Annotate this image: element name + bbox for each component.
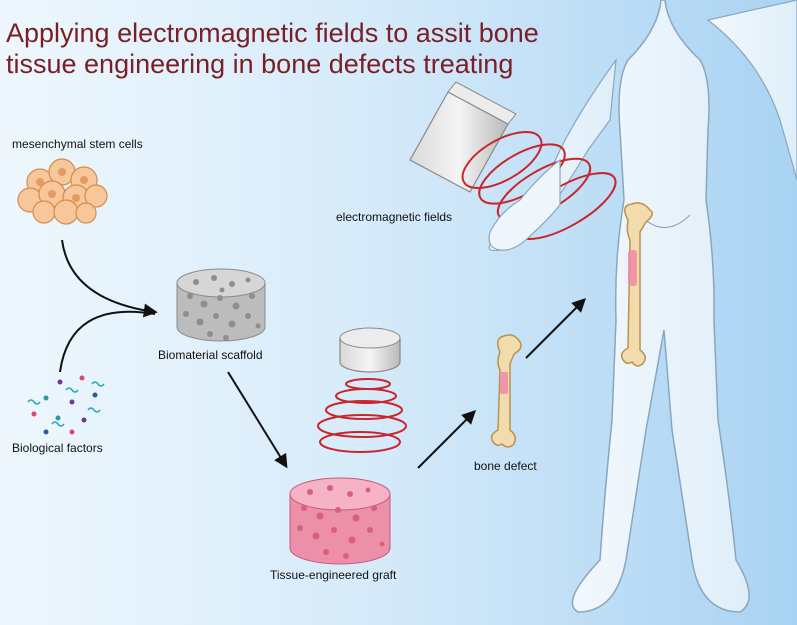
femur-bone-defect-icon — [490, 334, 522, 448]
label-biological-factors: Biological factors — [12, 441, 103, 455]
arrow-factors-to-scaffold — [59, 310, 156, 373]
label-bone-defect: bone defect — [474, 459, 537, 473]
arrow-bone-defect-to-body — [525, 298, 586, 359]
arrow-graft-to-bone-defect — [417, 410, 476, 469]
label-biomaterial-scaffold: Biomaterial scaffold — [158, 348, 263, 362]
arrow-cells-to-scaffold — [61, 239, 158, 318]
electromagnetic-field-coils-bottom-icon — [317, 378, 407, 453]
label-electromagnetic-fields: electromagnetic fields — [336, 210, 453, 224]
label-mesenchymal-stem-cells: mesenchymal stem cells — [12, 137, 143, 151]
magnet-bottom-icon — [339, 327, 401, 373]
arrow-scaffold-to-graft — [227, 371, 288, 469]
biological-factors-icon — [27, 375, 105, 435]
mesenchymal-stem-cells-icon — [17, 158, 108, 225]
biomaterial-scaffold-icon — [176, 268, 266, 342]
femur-in-body-icon — [620, 202, 653, 367]
diagram-title: Applying electromagnetic fields to assit… — [6, 18, 566, 80]
title-line-2: tissue engineering in bone defects treat… — [6, 49, 514, 79]
human-body-icon — [488, 0, 797, 613]
label-tissue-engineered-graft: Tissue-engineered graft — [270, 568, 397, 582]
magnet-top-icon — [409, 81, 517, 193]
title-line-1: Applying electromagnetic fields to assit… — [6, 18, 539, 48]
tissue-engineered-graft-icon — [289, 477, 391, 565]
hand-icon — [488, 158, 561, 251]
